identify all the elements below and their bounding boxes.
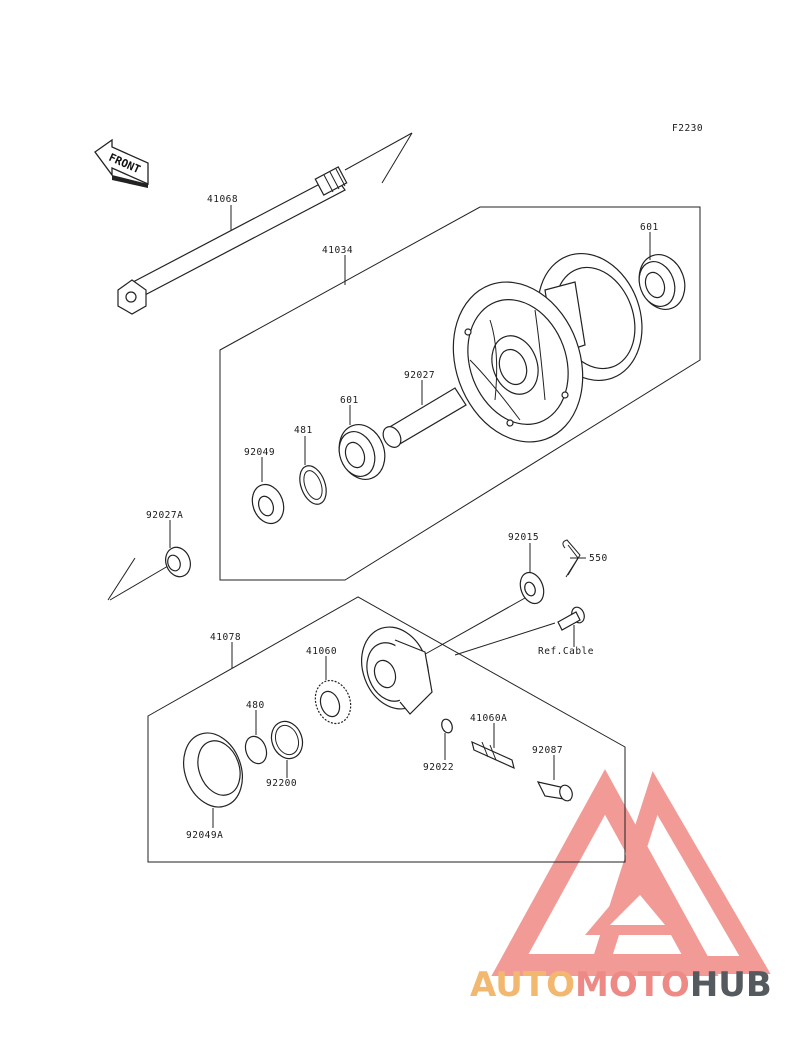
circlip-481-part: [299, 465, 327, 505]
axis-line-left: [109, 565, 169, 601]
axis-line-top: [344, 132, 413, 171]
part-label-92049A: 92049A: [186, 830, 223, 841]
gear-housing-part: [361, 626, 433, 715]
part-label-92015: 92015: [508, 532, 539, 543]
figure-code: F2230: [672, 123, 703, 134]
part-label-92027: 92027: [404, 370, 435, 381]
part-label-41060: 41060: [306, 646, 337, 657]
bolt-ref-cable-part: [557, 606, 585, 631]
spacer-92027A-part: [165, 546, 191, 578]
front-arrow-icon: FRONT: [94, 138, 149, 188]
wheel-hub-part: [452, 252, 643, 443]
part-label-41078: 41078: [210, 632, 241, 643]
seal-92049-part: [251, 483, 285, 525]
washer-92022-part: [441, 718, 453, 734]
bearing-601-mid-part: [338, 424, 386, 480]
gear-41060A-part: [471, 740, 515, 770]
gear-41060-part: [314, 679, 352, 725]
seal-92049A-part: [183, 732, 243, 808]
part-label-92200: 92200: [266, 778, 297, 789]
part-label-ref-cable: Ref.Cable: [538, 646, 594, 657]
axis-tick-top: [381, 132, 413, 184]
part-label-480: 480: [246, 700, 265, 711]
part-label-601-mid: 601: [340, 395, 359, 406]
circlip-480-part: [244, 735, 268, 765]
part-label-92022: 92022: [423, 762, 454, 773]
watermark-text: AUTOMOTOHUB: [470, 965, 772, 1005]
ring-92200-part: [270, 720, 304, 760]
part-label-481: 481: [294, 425, 313, 436]
part-label-92027A: 92027A: [146, 510, 183, 521]
part-label-41034: 41034: [322, 245, 353, 256]
bearing-601-top-part: [638, 254, 686, 310]
part-label-92049: 92049: [244, 447, 275, 458]
bushing-92087-part: [536, 781, 573, 802]
leader-lines: [169, 205, 651, 828]
nut-92015-part: [519, 571, 545, 605]
watermark-moto: MOTO: [575, 965, 690, 1005]
axis-line-bolt: [454, 622, 556, 656]
axis-tick-left: [107, 557, 136, 601]
watermark-logo-icon: [491, 769, 771, 976]
axle-part: [117, 166, 348, 315]
part-label-601-top: 601: [640, 222, 659, 233]
drive-group-frame: [147, 596, 626, 863]
part-label-41060A: 41060A: [470, 713, 507, 724]
part-label-41068: 41068: [207, 194, 238, 205]
watermark-auto: AUTO: [470, 965, 575, 1005]
part-label-92087: 92087: [532, 745, 563, 756]
spacer-92027-part: [382, 387, 467, 448]
watermark-hub: HUB: [690, 965, 772, 1005]
hub-group-frame: [219, 206, 701, 581]
part-label-550: 550: [589, 553, 608, 564]
axis-line-drive: [419, 597, 526, 658]
